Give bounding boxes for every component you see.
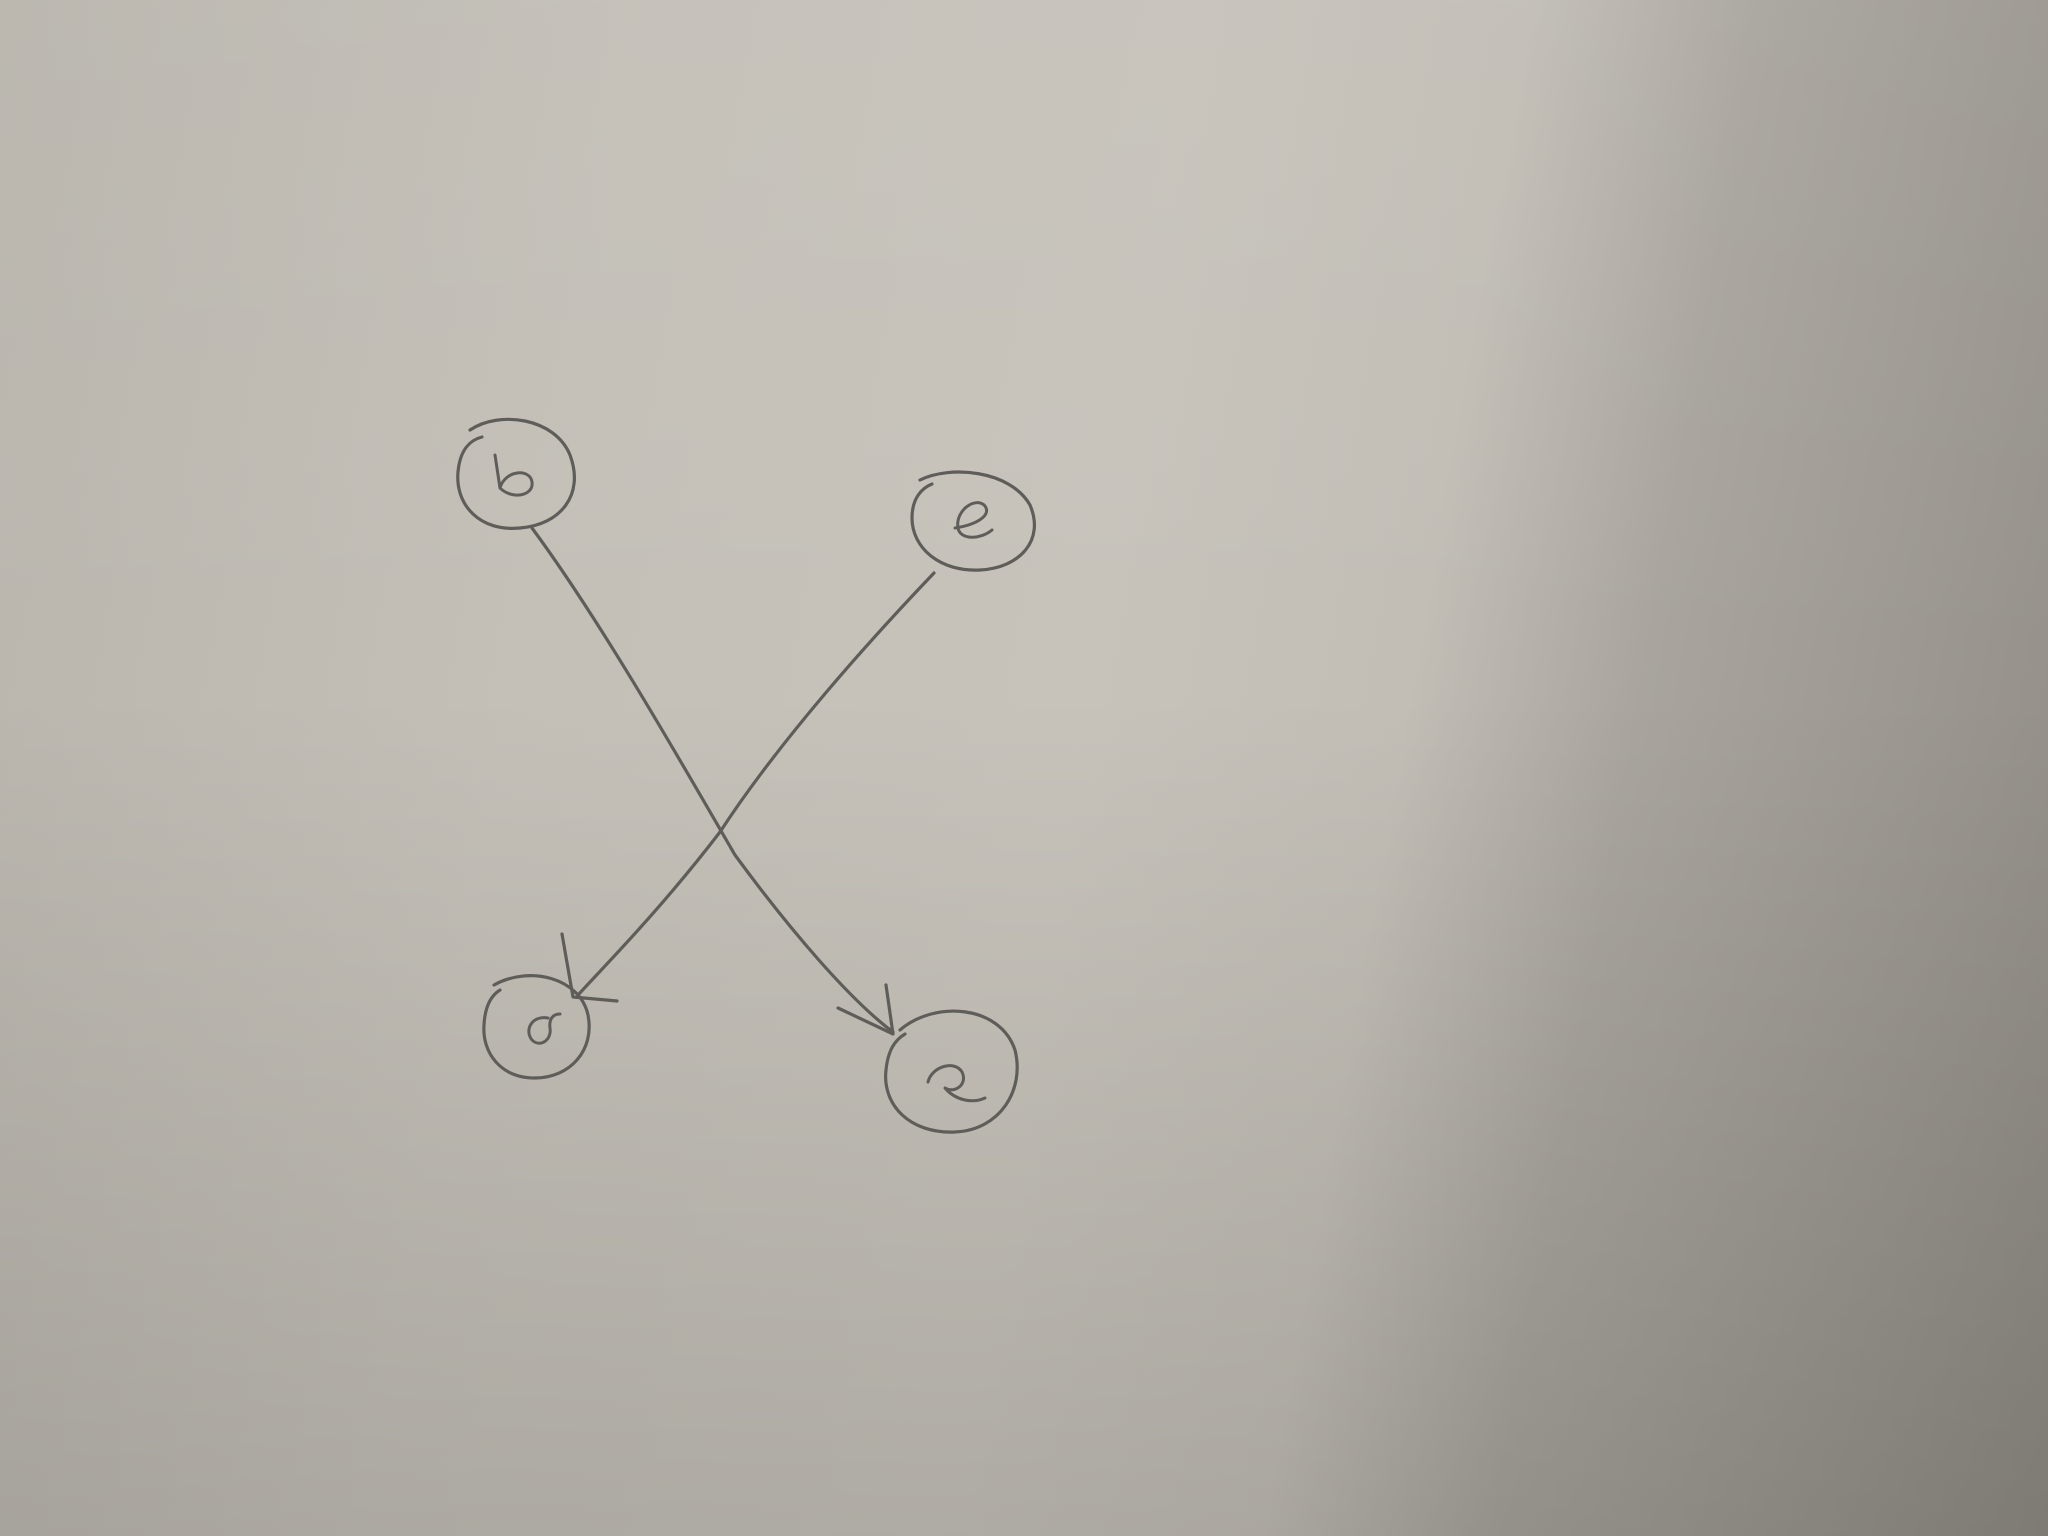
- node-top-right: [910, 470, 1036, 572]
- node-circle: [884, 1009, 1019, 1134]
- node-bottom-right: [884, 1009, 1019, 1134]
- node-circle: [456, 417, 576, 530]
- node-letter-icon: [926, 1064, 987, 1103]
- node-letter-icon: [493, 453, 534, 497]
- edge-top-right-to-bottom-left: [560, 571, 936, 1003]
- edge-top-left-to-bottom-right: [530, 526, 895, 1036]
- edge-line: [576, 571, 936, 997]
- node-letter-icon: [953, 501, 994, 539]
- arrowhead-icon: [560, 932, 619, 1003]
- edge-line: [530, 526, 895, 1034]
- node-circle: [910, 470, 1036, 572]
- node-letter-icon: [527, 1012, 562, 1045]
- node-top-left: [456, 417, 576, 530]
- node-bottom-left: [482, 974, 591, 1080]
- arrowhead-icon: [836, 983, 895, 1036]
- node-circle: [482, 974, 591, 1080]
